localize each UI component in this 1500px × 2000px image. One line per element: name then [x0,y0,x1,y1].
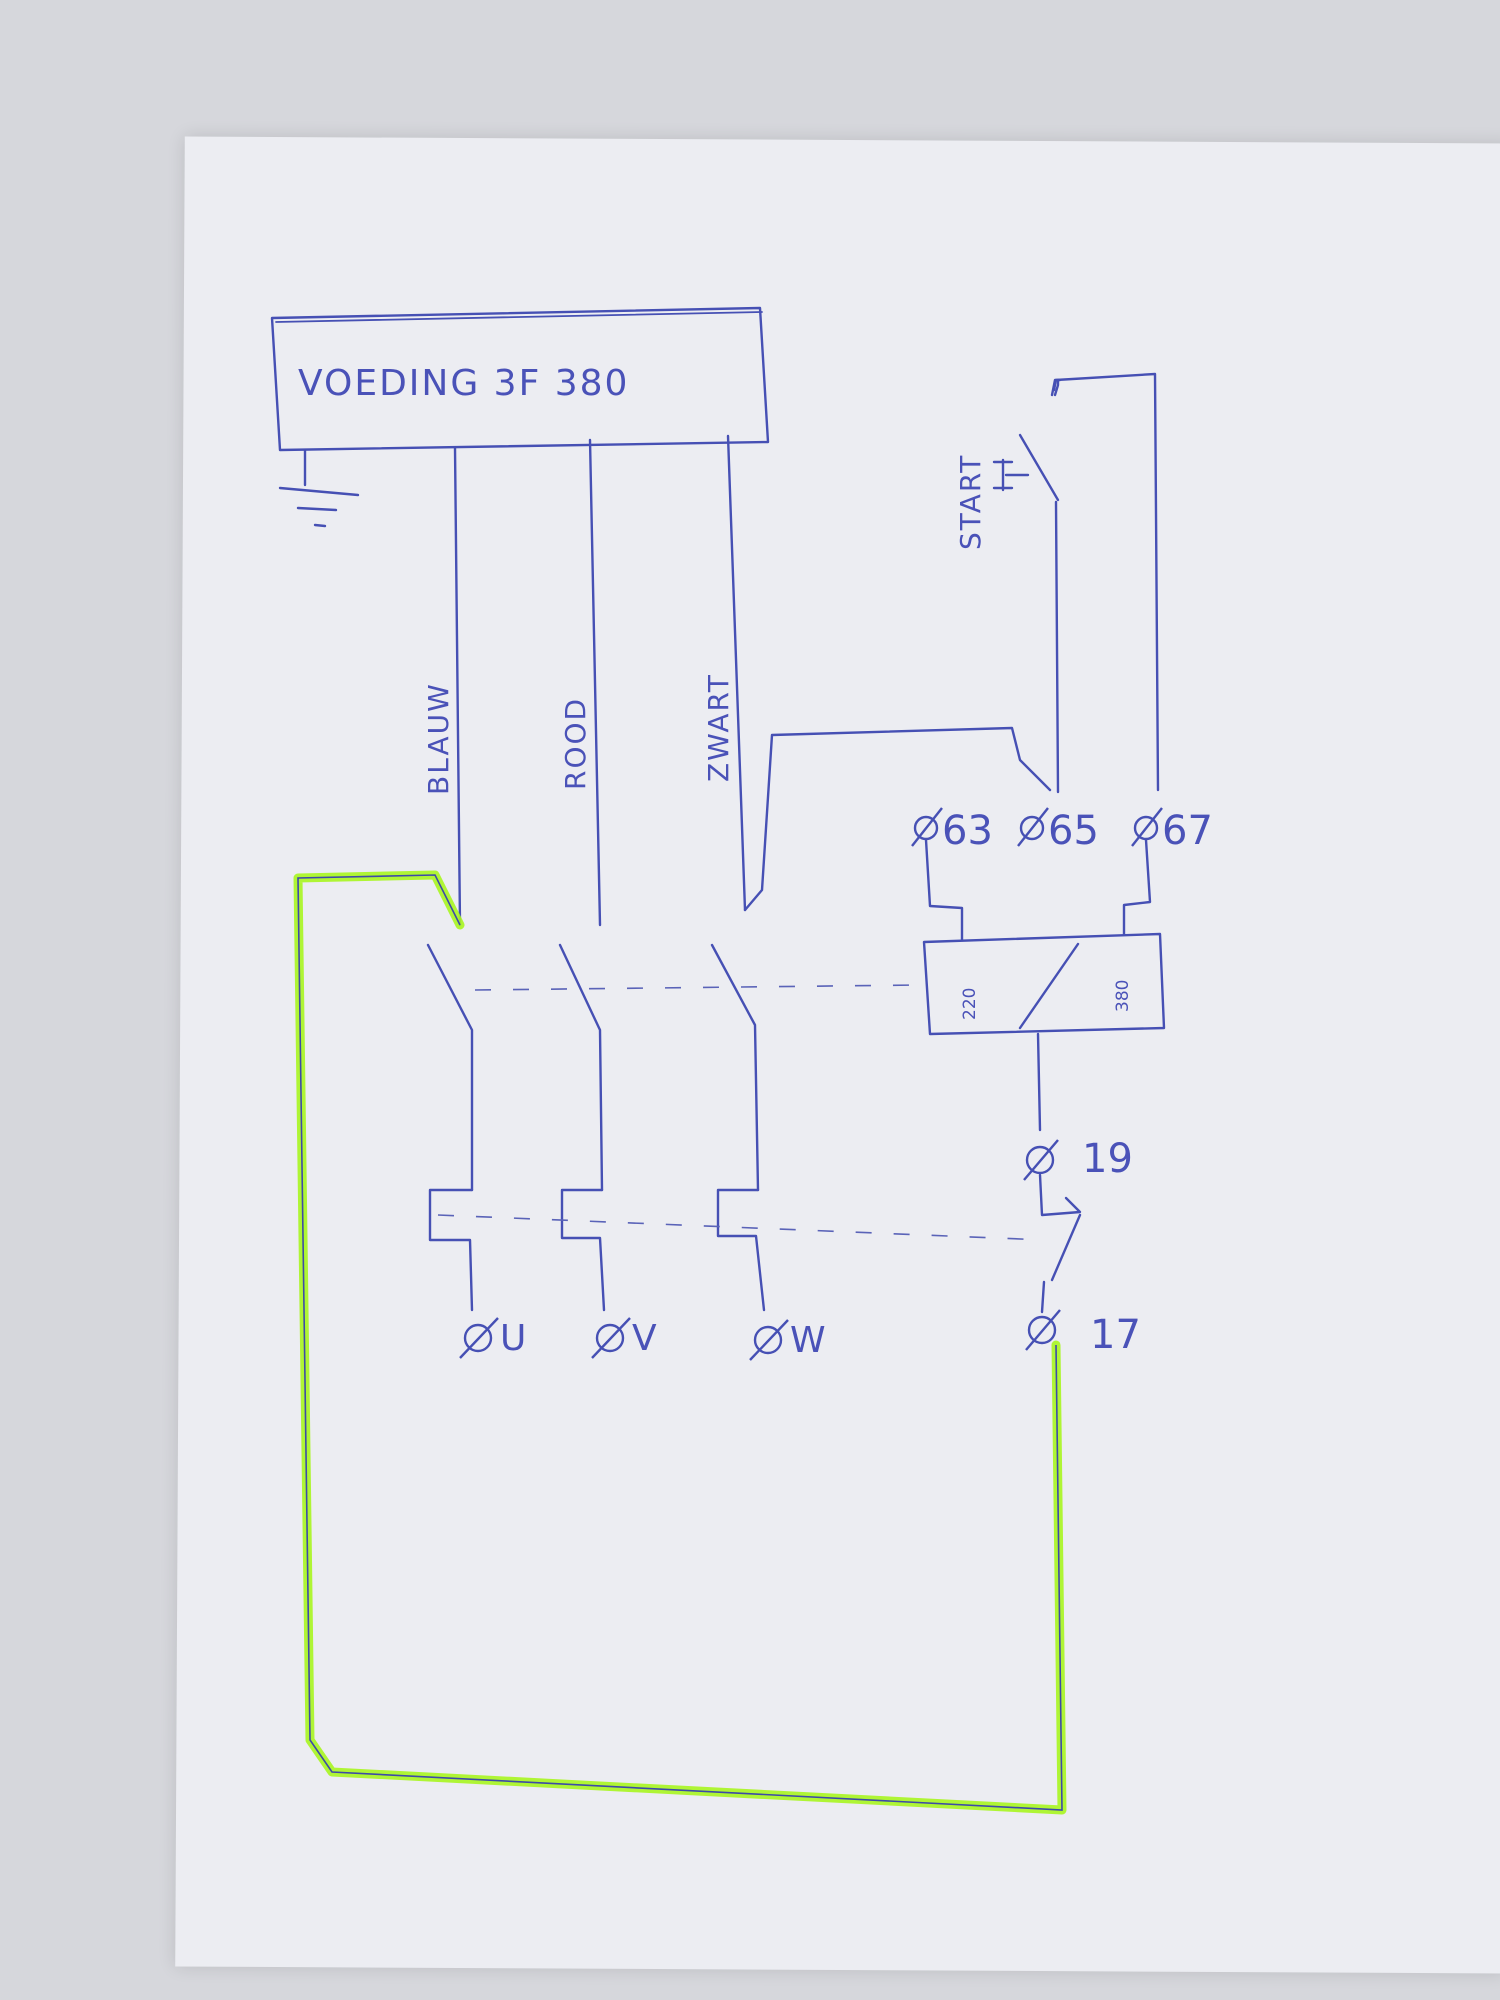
supply-box: VOEDING 3F 380 [270,306,770,452]
terminal-67: 67 [1162,808,1213,854]
wire-label-zwart: ZWART [702,673,735,782]
coil-label-380: 380 [1113,980,1133,1012]
overload-relay: 19 17 [1023,1136,1141,1358]
start-button: START [954,372,1160,794]
supply-wires: BLAUW ROOD ZWART [422,434,747,927]
output-v: V [632,1318,659,1359]
output-terminals: U V W [459,1317,828,1361]
ground-icon [278,448,360,528]
supply-label: VOEDING 3F 380 [298,363,629,404]
thermal-elements [428,1188,1046,1312]
contactor-coil: 220 380 [922,838,1166,1132]
contactor-main-contacts [426,943,921,1192]
coil-label-220: 220 [960,988,980,1020]
wire-label-blauw: BLAUW [422,682,455,795]
contactor-terminals: 63 65 67 [911,807,1213,854]
terminal-19: 19 [1082,1136,1133,1182]
output-w: W [790,1320,828,1361]
terminal-17: 17 [1090,1312,1141,1358]
start-label: START [954,454,987,550]
output-u: U [500,1318,528,1359]
terminal-65: 65 [1048,808,1099,854]
wire-label-rood: ROOD [559,697,592,790]
highlighted-loop [293,870,1067,1815]
terminal-63: 63 [942,808,993,854]
